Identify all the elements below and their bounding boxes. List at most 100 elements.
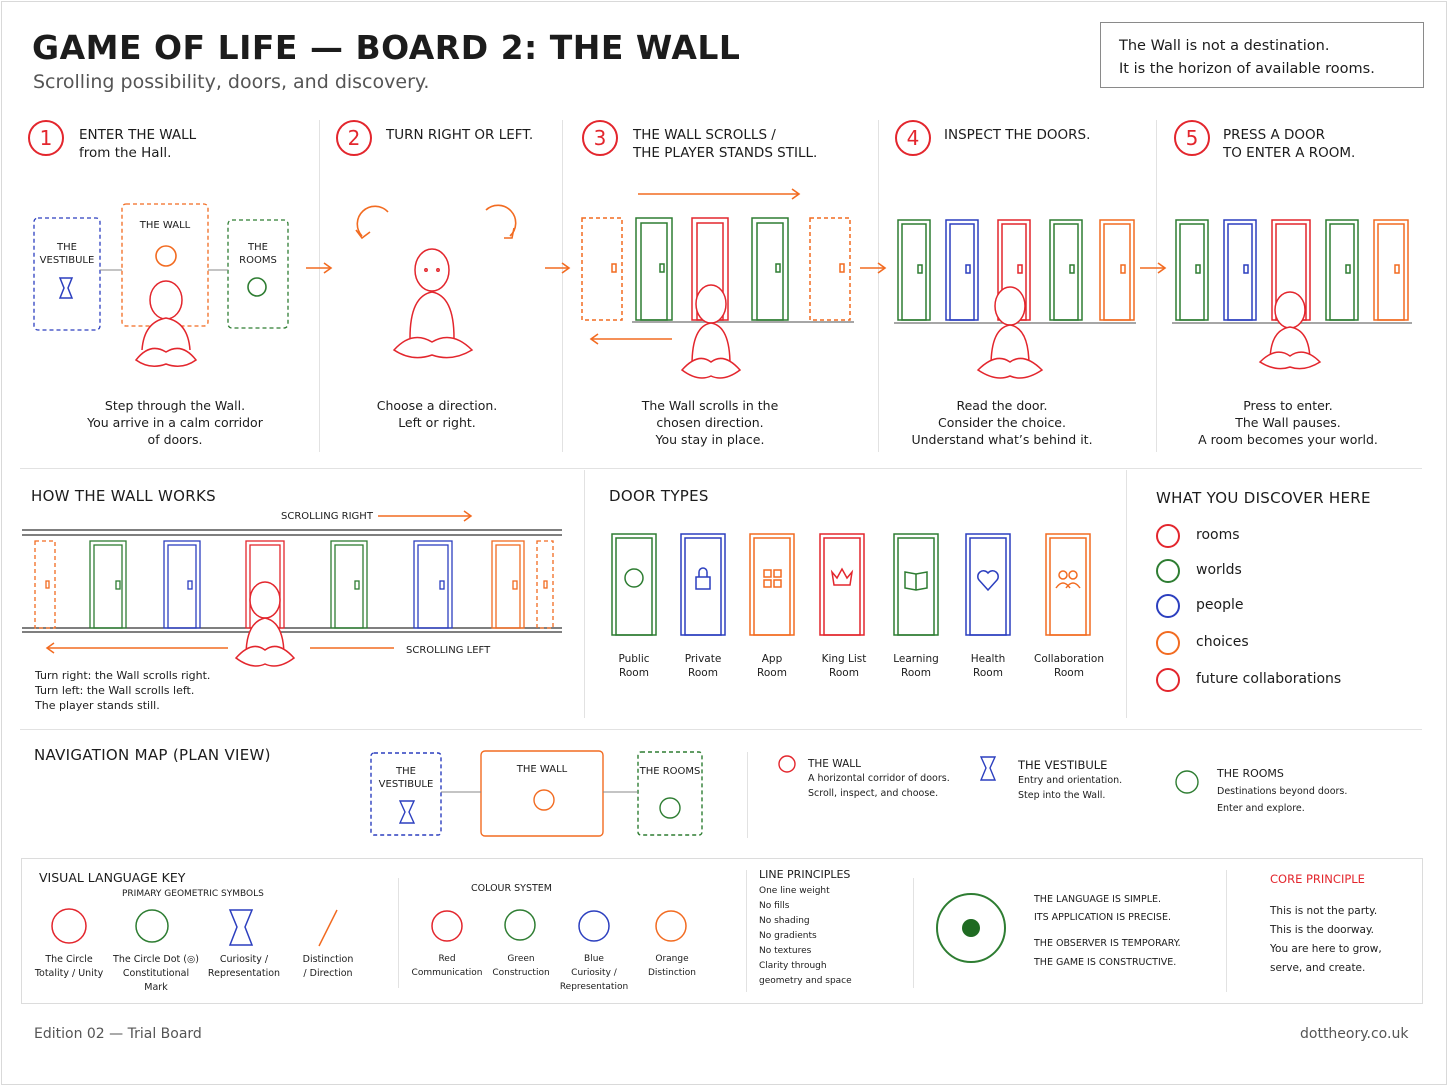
navmap-rooms-label: THE ROOMS xyxy=(639,766,701,777)
colour-line: Communication xyxy=(411,968,483,978)
colour-line: Orange xyxy=(655,954,689,964)
caption-line: You stay in place. xyxy=(655,432,765,447)
colour-line: Representation xyxy=(559,982,629,992)
discover-label: choices xyxy=(1196,634,1249,650)
divider xyxy=(1156,120,1157,452)
caption-line: The Wall scrolls in the xyxy=(641,398,779,413)
step-title: INSPECT THE DOORS. xyxy=(944,126,1090,144)
key-symbols xyxy=(51,893,1006,963)
wall-label: THE WALL xyxy=(139,220,191,231)
quote-line-1: The Wall is not a destination. xyxy=(1119,38,1330,54)
symbol-label: The Circle Dot (◎) Constitutional Mark xyxy=(110,953,202,995)
door-type-line: Learning xyxy=(893,653,939,665)
line-principle: Clarity through xyxy=(759,961,827,971)
line-principles-title: LINE PRINCIPLES xyxy=(759,868,851,881)
language-line: THE LANGUAGE IS SIMPLE. xyxy=(1034,894,1162,905)
step-title-line: THE WALL SCROLLS / xyxy=(633,127,776,143)
step-number: 1 xyxy=(28,120,64,156)
navmap-title: NAVIGATION MAP (PLAN VIEW) xyxy=(34,746,271,764)
colour-line: Distinction xyxy=(647,968,697,978)
caption-line: Choose a direction. xyxy=(376,398,498,413)
door-type-line: Health xyxy=(970,653,1006,665)
caption-line: Step through the Wall. xyxy=(104,398,246,413)
step-caption: Press to enter. The Wall pauses. A room … xyxy=(1190,397,1386,448)
symbol-line: / Direction xyxy=(303,968,353,979)
colour-line: Construction xyxy=(492,968,550,978)
step-number: 2 xyxy=(336,120,372,156)
website-link[interactable]: dottheory.co.uk xyxy=(1300,1026,1409,1042)
step-title-line: ENTER THE WALL xyxy=(79,127,197,143)
how-title: HOW THE WALL WORKS xyxy=(31,487,216,505)
door-types-title: DOOR TYPES xyxy=(609,487,709,505)
symbol-line: Distinction xyxy=(302,954,354,965)
door-types-illustration xyxy=(611,533,1091,636)
how-note: The player stands still. xyxy=(35,699,160,712)
step-number: 5 xyxy=(1174,120,1210,156)
door-type-line: Room xyxy=(619,667,649,679)
caption-line: Press to enter. xyxy=(1243,398,1333,413)
door-type-line: Room xyxy=(901,667,931,679)
caption-line: Read the door. xyxy=(956,398,1048,413)
how-note: Turn right: the Wall scrolls right. xyxy=(35,669,211,682)
vestibule-label: THE VESTIBULE xyxy=(39,242,95,266)
caption-line: Consider the choice. xyxy=(938,415,1066,430)
circle-icon xyxy=(1156,559,1180,583)
line-principle: geometry and space xyxy=(759,976,852,986)
core-line: serve, and create. xyxy=(1270,962,1366,974)
line-principle: One line weight xyxy=(759,886,830,896)
circle-icon xyxy=(1156,524,1180,548)
symbol-line: Curiosity / xyxy=(219,954,269,965)
step1-illustration xyxy=(33,203,289,367)
symbol-line: Totality / Unity xyxy=(34,968,104,979)
line-principles-list: One line weight No fills No shading No g… xyxy=(759,884,852,989)
legend-title: THE WALL xyxy=(808,758,861,770)
scroll-left-label: SCROLLING LEFT xyxy=(406,645,491,656)
divider xyxy=(747,752,748,838)
caption-line: chosen direction. xyxy=(656,415,764,430)
quote-line-2: It is the horizon of available rooms. xyxy=(1119,61,1375,77)
divider xyxy=(319,120,320,452)
core-principle-text: This is not the party. This is the doorw… xyxy=(1270,902,1382,978)
symbol-line: The Circle Dot (◎) xyxy=(113,954,199,965)
language-line: THE OBSERVER IS TEMPORARY. xyxy=(1034,938,1181,949)
caption-line: A room becomes your world. xyxy=(1198,432,1378,447)
step-title: THE WALL SCROLLS / THE PLAYER STANDS STI… xyxy=(633,126,817,162)
door-type-line: Private xyxy=(684,653,722,665)
legend-text: Destinations beyond doors. xyxy=(1217,786,1348,797)
scroll-right-label: SCROLLING RIGHT xyxy=(281,511,373,522)
symbol-line: Constitutional Mark xyxy=(122,968,190,993)
step-title: PRESS A DOOR TO ENTER A ROOM. xyxy=(1223,126,1355,162)
core-line: You are here to grow, xyxy=(1270,943,1382,955)
step-title-line: from the Hall. xyxy=(79,145,172,161)
legend-title: THE VESTIBULE xyxy=(1018,758,1108,772)
door-type-line: App xyxy=(761,653,783,665)
step-title: TURN RIGHT OR LEFT. xyxy=(386,126,533,144)
caption-line: of doors. xyxy=(147,432,203,447)
symbol-line: The Circle xyxy=(45,954,93,965)
colour-line: Blue xyxy=(584,954,604,964)
step2-illustration xyxy=(306,204,571,359)
door-type-line: Public xyxy=(618,653,650,665)
door-type-line: King List xyxy=(821,653,867,665)
divider xyxy=(584,470,585,718)
rooms-label: THE ROOMS xyxy=(239,242,277,266)
step-title-line: INSPECT THE DOORS. xyxy=(944,127,1091,143)
edition-label: Edition 02 — Trial Board xyxy=(34,1026,202,1042)
legend-text: Scroll, inspect, and choose. xyxy=(808,788,939,799)
caption-line: Understand what’s behind it. xyxy=(911,432,1093,447)
divider xyxy=(878,120,879,452)
door-type-line: Room xyxy=(1054,667,1084,679)
colour-line: Curiosity / xyxy=(571,968,617,978)
step5-illustration xyxy=(1172,219,1412,370)
caption-line: You arrive in a calm corridor xyxy=(87,415,263,430)
discover-label: rooms xyxy=(1196,527,1240,543)
step-title: ENTER THE WALL from the Hall. xyxy=(79,126,196,162)
legend-title: THE ROOMS xyxy=(1217,767,1284,780)
core-line: This is the doorway. xyxy=(1270,924,1374,936)
